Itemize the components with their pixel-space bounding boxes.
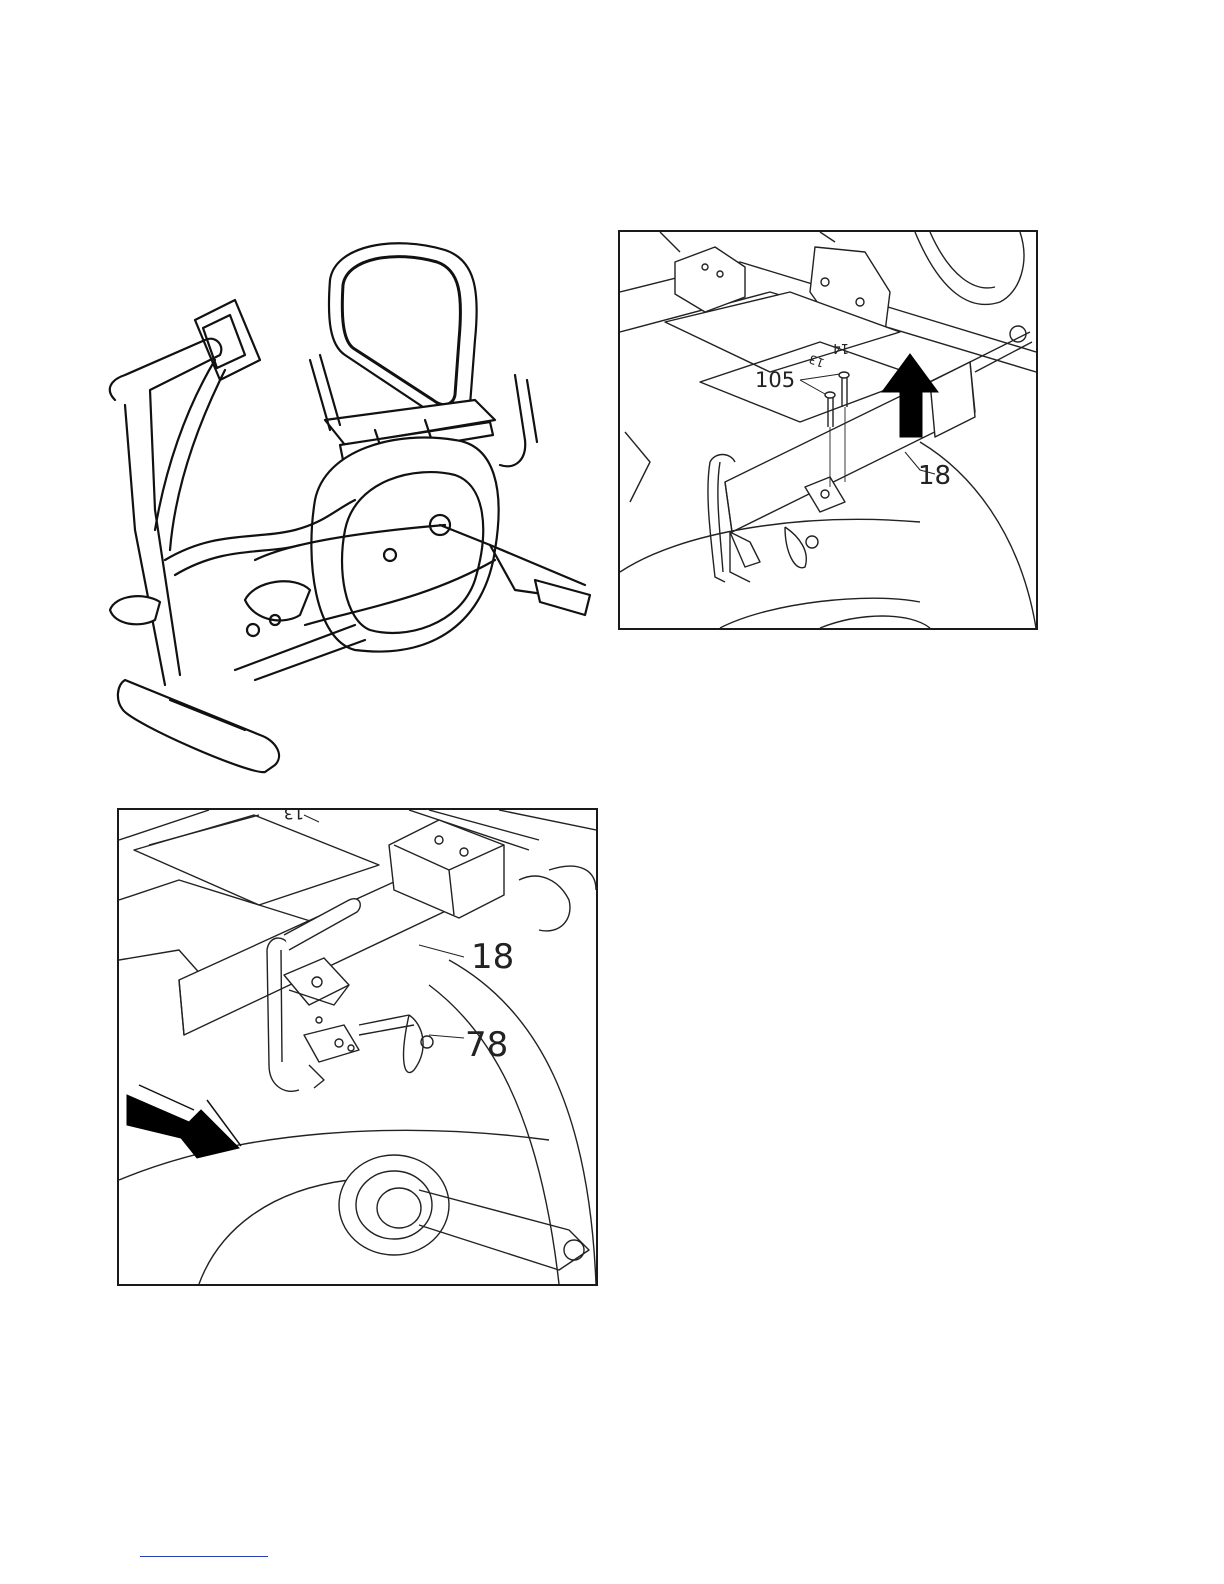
- callout-13: 13: [284, 810, 304, 823]
- callout-18: 18: [471, 937, 514, 977]
- pin-removal-detail-drawing: 13 18 78: [119, 810, 596, 1284]
- footer-link-underline[interactable]: [140, 1556, 268, 1557]
- frame-bolt-detail-drawing: 105 18 14 13: [620, 232, 1036, 628]
- callout-105: 105: [755, 368, 795, 392]
- detail-panel-top: 105 18 14 13: [618, 230, 1038, 630]
- callout-18: 18: [918, 461, 951, 491]
- callout-78: 78: [465, 1025, 508, 1065]
- callout-14: 14: [832, 340, 849, 355]
- overview-illustration: [95, 230, 605, 790]
- detail-panel-bottom: 13 18 78: [117, 808, 598, 1286]
- elliptical-machine-drawing: [95, 230, 605, 790]
